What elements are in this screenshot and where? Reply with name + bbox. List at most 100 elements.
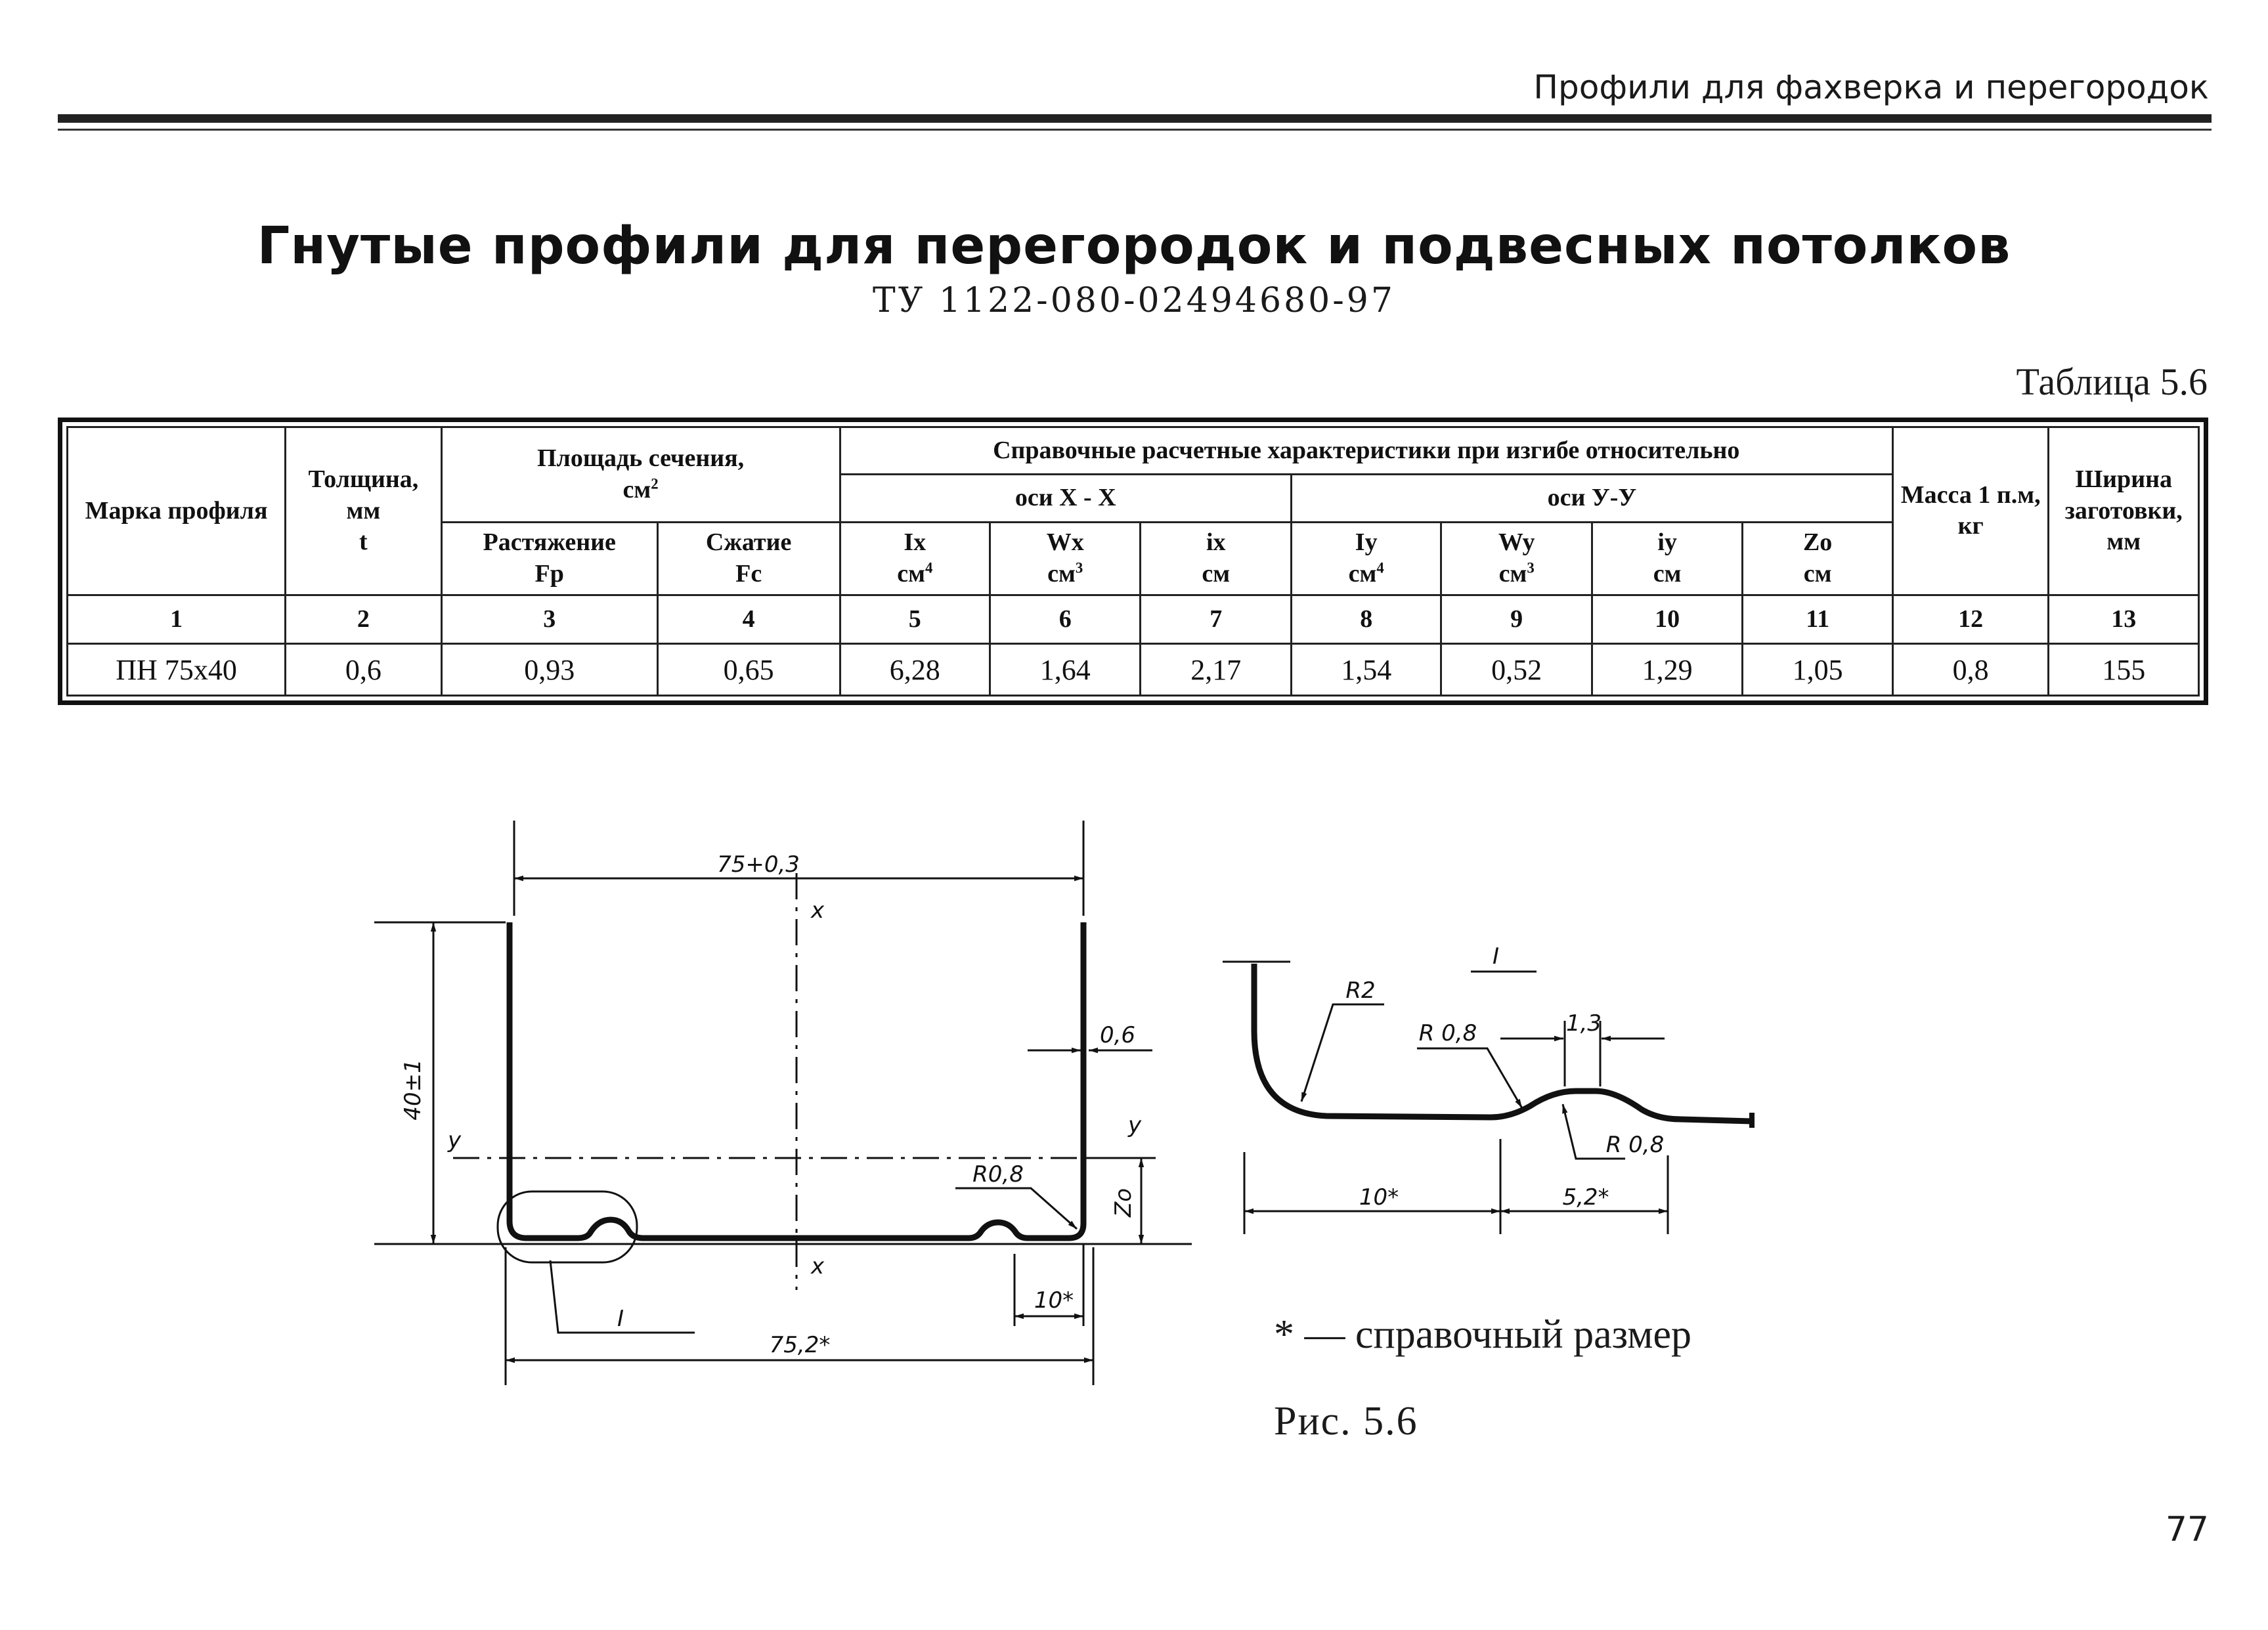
detail-13: 1,3	[1566, 1010, 1602, 1037]
detail-10: 10*	[1359, 1184, 1399, 1211]
spec-number: ТУ 1122-080-02494680-97	[873, 281, 1395, 320]
column-number: 5	[839, 593, 992, 645]
header-iy-exp: 4	[1376, 559, 1384, 576]
header-zo-name: Zo	[1802, 528, 1833, 557]
page-title: Гнутые профили для перегородок и подвесн…	[257, 217, 2011, 276]
table-label: Таблица 5.6	[2016, 360, 2208, 403]
header-wx-exp: 3	[1075, 559, 1083, 576]
column-number-row: 1 2 3 4 5 6 7 8 9 10 11 12 13	[66, 593, 2200, 645]
column-number: 4	[656, 593, 841, 645]
header-wy-unit: см	[1498, 559, 1527, 588]
header-wy-exp: 3	[1527, 559, 1535, 576]
axis-y-right-label: y	[1127, 1112, 1142, 1138]
dim-zo: Zo	[1110, 1188, 1137, 1218]
detail-title: I	[1493, 943, 1499, 970]
header-tension-sym: Fp	[534, 559, 564, 588]
cell-iy-small: 1,29	[1590, 643, 1744, 697]
detail-outline	[496, 1190, 638, 1264]
header-ix-exp: 4	[925, 559, 933, 576]
cell-thickness: 0,6	[284, 643, 443, 697]
header-bending: Справочные расчетные характеристики при …	[839, 425, 1894, 476]
dim-ten-main: 10*	[1034, 1287, 1074, 1314]
column-number: 12	[1891, 593, 2050, 645]
header-zo-unit: см	[1803, 559, 1832, 588]
header-wx-name: Wx	[1046, 528, 1084, 557]
axis-x-top-label: x	[810, 897, 825, 924]
reference-dimension-legend: * — справочный размер	[1274, 1312, 1692, 1357]
properties-table: Марка профиля Толщина, мм t Площадь сече…	[66, 425, 2200, 697]
detail-view	[1223, 960, 1755, 1128]
detail-outline-profile	[1251, 964, 1753, 1125]
dim-height: 40±1	[400, 1059, 426, 1120]
column-number: 8	[1290, 593, 1443, 645]
profile-outline	[506, 922, 1087, 1241]
header-area: Площадь сечения, см2	[440, 426, 841, 523]
header-ix-name: Ix	[904, 528, 927, 557]
axis-x-bottom-label: x	[810, 1253, 825, 1279]
axis-y-left-label: y	[447, 1127, 462, 1153]
leader-r08	[955, 1187, 1078, 1230]
leader-detail	[549, 1260, 695, 1334]
header-wy-name: Wy	[1498, 528, 1535, 557]
detail-r08-bottom: R 0,8	[1606, 1132, 1665, 1158]
cell-zo: 1,05	[1741, 643, 1894, 697]
column-number: 6	[989, 593, 1142, 645]
profile-section	[496, 922, 1087, 1264]
header-area-label: Площадь сечения,	[537, 444, 745, 473]
column-number: 13	[2047, 593, 2200, 645]
header-rule-thick	[58, 114, 2212, 123]
header-iy-small-unit: см	[1653, 559, 1682, 588]
header-iy-unit: см	[1348, 559, 1377, 588]
column-number: 10	[1590, 593, 1744, 645]
detail-r08-top: R 0,8	[1419, 1020, 1477, 1046]
page-number: 77	[2165, 1510, 2209, 1549]
detail-dimensions	[1243, 970, 1669, 1234]
cell-width: 155	[2047, 643, 2200, 697]
header-axis-y: оси У-У	[1290, 473, 1894, 523]
cell-ix: 6,28	[839, 643, 992, 697]
cell-mass: 0,8	[1891, 643, 2050, 697]
detail-ref-label: I	[617, 1306, 624, 1332]
dim-radius-main: R0,8	[972, 1161, 1024, 1188]
column-number: 7	[1139, 593, 1292, 645]
figure-caption: Рис. 5.6	[1274, 1399, 1418, 1444]
cell-mark: ПН 75х40	[66, 643, 287, 697]
column-number: 2	[284, 593, 443, 645]
header-iy-small-name: iy	[1657, 528, 1677, 557]
detail-r2: R2	[1345, 977, 1375, 1004]
header-area-exp: 2	[651, 475, 659, 492]
detail-52: 5,2*	[1562, 1184, 1609, 1211]
header-ix-small-name: ix	[1206, 528, 1226, 557]
cell-iy: 1,54	[1290, 643, 1443, 697]
dim-thickness: 0,6	[1100, 1022, 1135, 1048]
header-axis-x: оси X - X	[839, 473, 1292, 523]
header-mark: Марка профиля	[66, 426, 287, 596]
properties-table-frame: Марка профиля Толщина, мм t Площадь сече…	[58, 418, 2208, 705]
column-number: 11	[1741, 593, 1894, 645]
header-area-unit: см	[622, 475, 651, 504]
header-wx-unit: см	[1047, 559, 1076, 588]
dim-width-bottom: 75,2*	[770, 1332, 831, 1358]
header-mass: Масса 1 п.м, кг	[1891, 426, 2050, 596]
header-rule-thin	[58, 129, 2212, 131]
cell-wy: 0,52	[1440, 643, 1593, 697]
table-row: ПН 75х40 0,6 0,93 0,65 6,28 1,64 2,17 1,…	[66, 643, 2200, 697]
header-ix-unit: см	[897, 559, 925, 588]
header-ix-small-unit: см	[1202, 559, 1231, 588]
running-title: Профили для фахверка и перегородок	[1533, 68, 2209, 106]
column-number: 9	[1440, 593, 1593, 645]
header-width: Ширина заготовки, мм	[2047, 426, 2200, 596]
header-compression-label: Сжатие	[705, 528, 792, 557]
header-thickness-label: Толщина, мм	[308, 465, 419, 525]
column-number: 3	[440, 593, 659, 645]
header-thickness-symbol: t	[359, 528, 368, 556]
